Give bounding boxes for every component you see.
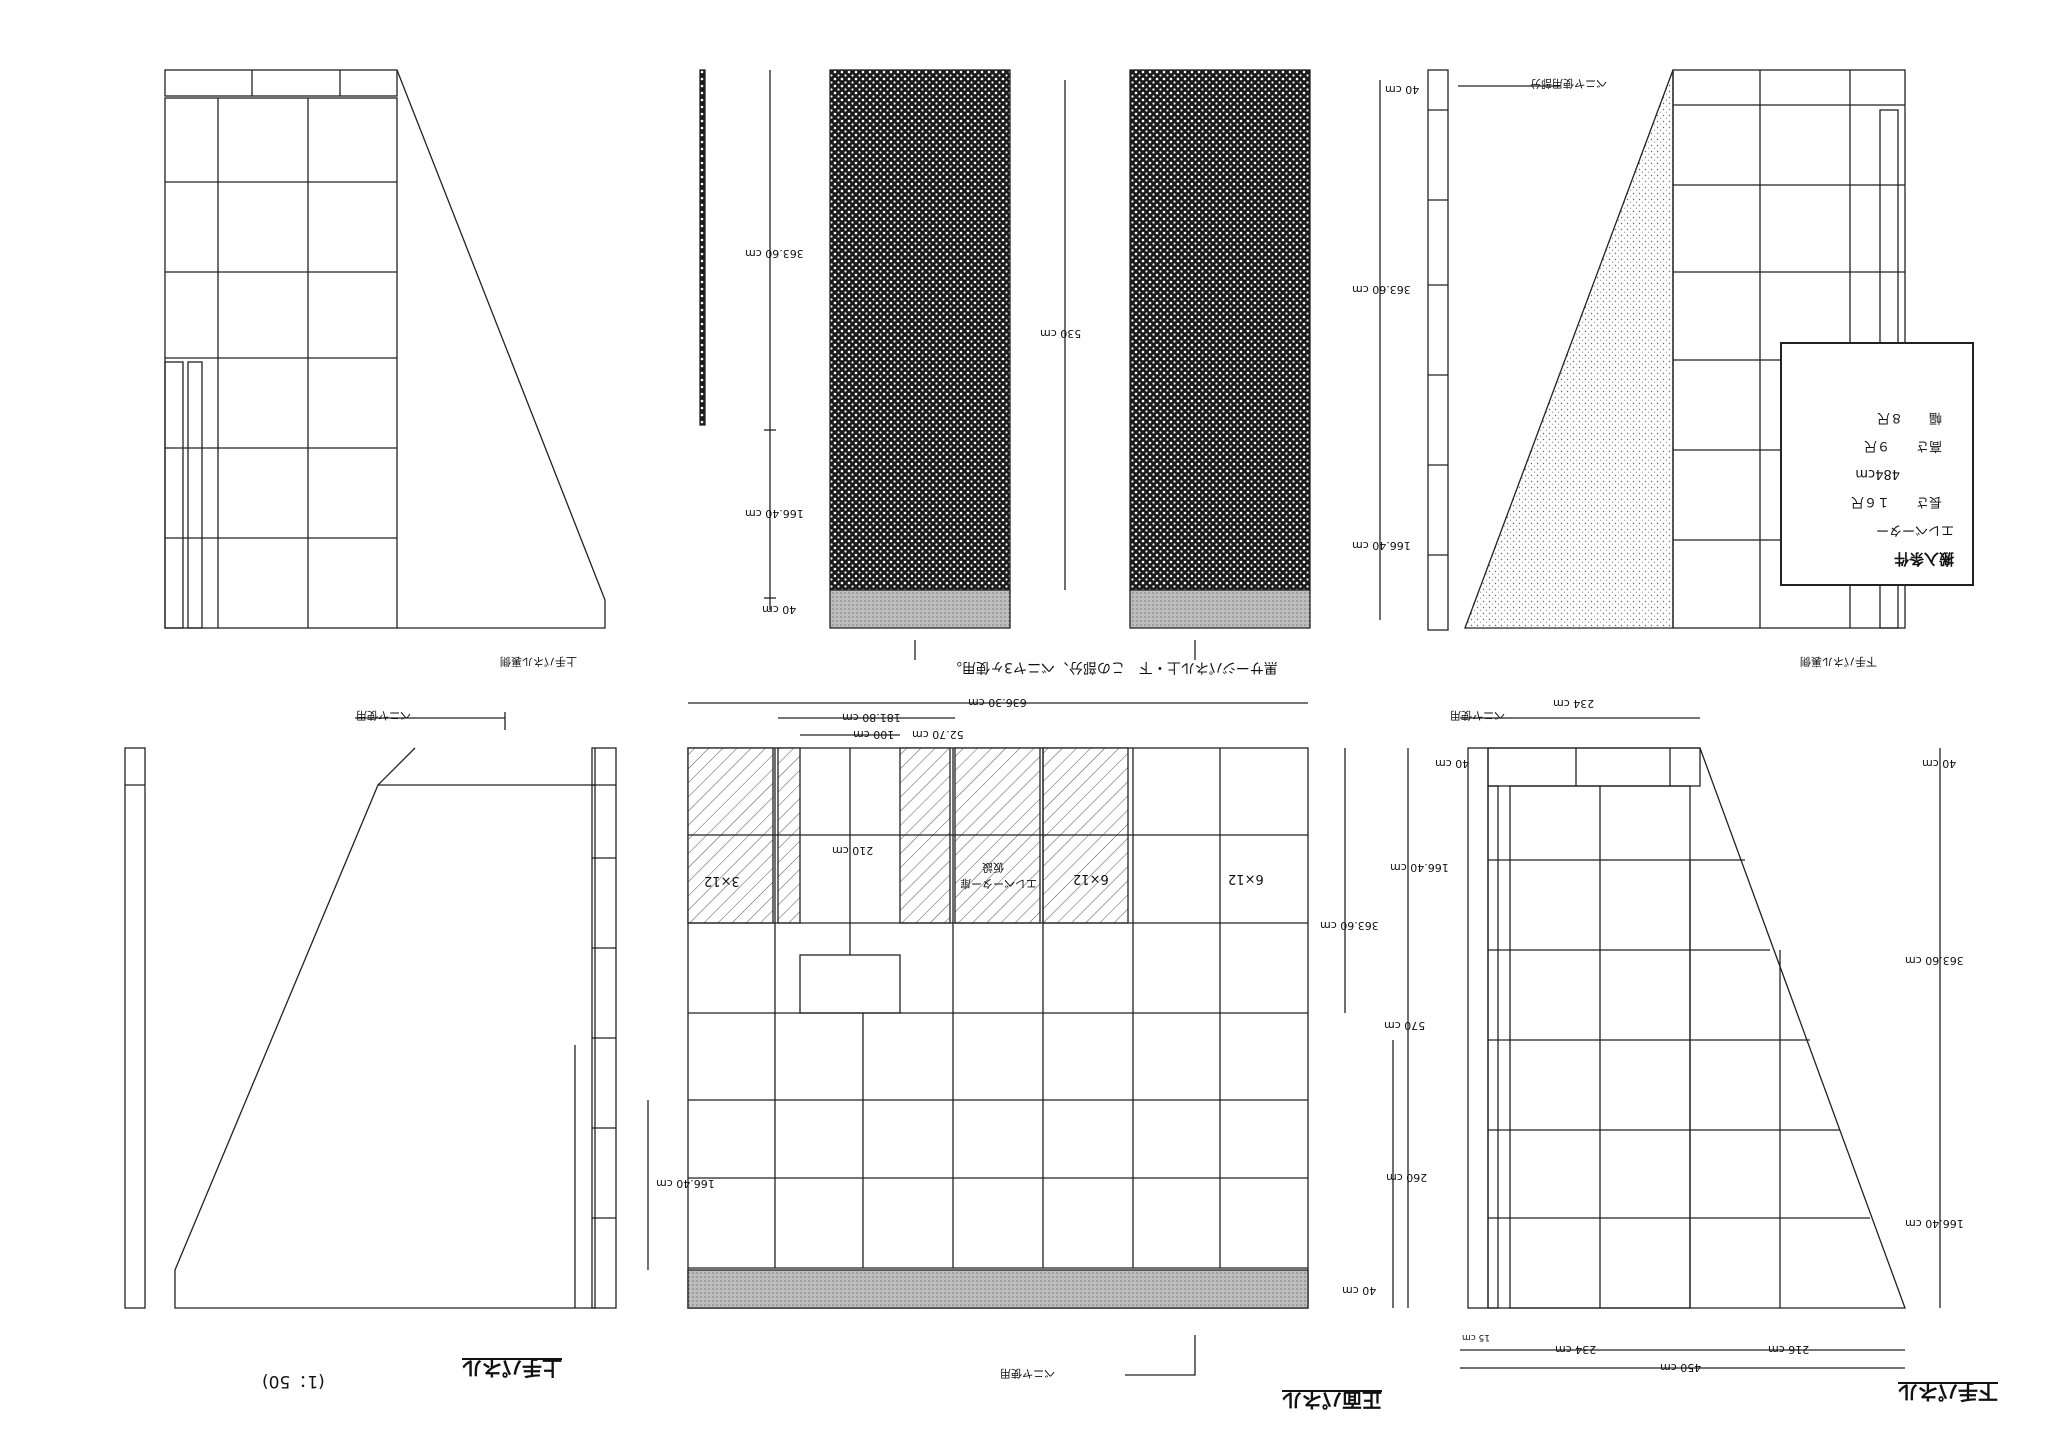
- dim-210: 210 cm: [832, 844, 874, 857]
- legend-line-1: エレベーター: [1875, 522, 1954, 537]
- dim-16640-shimote-left: 166.40 cm: [1390, 861, 1449, 874]
- dim-363-right-back: 363.60 cm: [1352, 283, 1411, 296]
- black-serge-panels: [699, 69, 1311, 660]
- legend-box: 搬入条件 エレベーター 長さ １６尺 484cm 高さ ９尺 幅 ８尺: [1780, 342, 1974, 586]
- dim-181: 181.80 cm: [842, 711, 901, 724]
- dim-450: 450 cm: [1660, 1361, 1702, 1374]
- dim-16640-right-back: 166.40 cm: [1352, 539, 1411, 552]
- dim-234-bottom: 234 cm: [1555, 1343, 1597, 1356]
- dim-363-front: 363.60 cm: [1320, 919, 1379, 932]
- dim-40-right-back: 40 cm: [1385, 83, 1420, 96]
- dim-40-back: 40 cm: [762, 603, 797, 616]
- front-view: [687, 702, 1409, 1376]
- panel-3x12: 3×12: [704, 873, 740, 888]
- panel-6x12-b: 6×12: [1073, 871, 1109, 886]
- panel-note: 黒サージパネル上・下 この部分、ベニヤ3ヶ使用。: [948, 659, 1278, 675]
- dim-52: 52.70 cm: [912, 728, 964, 741]
- veneer-note-kamite: ベニヤ使用: [356, 709, 411, 722]
- dim-40-shimote-right: 40 cm: [1922, 757, 1957, 770]
- dim-570: 570 cm: [1384, 1019, 1426, 1032]
- dim-636: 636.30 cm: [968, 696, 1027, 709]
- dim-16640-kamite: 166.40 cm: [656, 1177, 715, 1190]
- legend-line-3: 484cm: [1855, 466, 1900, 481]
- title-shimote: 下手パネル: [1898, 1380, 1998, 1404]
- kamite-view: [124, 712, 649, 1309]
- shimote-view: [1460, 717, 1941, 1369]
- veneer-note-front: ベニヤ使用: [1000, 1367, 1055, 1380]
- legend-line-2: 長さ １６尺: [1850, 494, 1942, 509]
- dim-40-shimote-left: 40 cm: [1435, 757, 1470, 770]
- subtitle-kamite-back: 上手パネル裏側: [500, 655, 577, 668]
- dim-363-shimote: 363.60 cm: [1905, 954, 1964, 967]
- subtitle-shimote-back: 下手パネル裏側: [1800, 655, 1877, 668]
- dim-16640-back: 166.40 cm: [745, 507, 804, 520]
- legend-line-4: 高さ ９尺: [1863, 438, 1942, 453]
- title-front: 正面パネル: [1282, 1388, 1382, 1412]
- scale-label: (1：50): [262, 1371, 325, 1391]
- dim-100: 100 cm: [853, 728, 895, 741]
- veneer-note-shimote: ベニヤ使用: [1450, 709, 1505, 722]
- veneer-note-back: ベニヤ使用部分: [1530, 77, 1607, 90]
- dim-40-front: 40 cm: [1342, 1284, 1377, 1297]
- panel-fixed: 仮設: [982, 861, 1004, 874]
- dim-16640-shimote: 166.40 cm: [1905, 1217, 1964, 1230]
- panel-6x12-a: 6×12: [1228, 871, 1264, 886]
- kamite-back-view: [164, 69, 606, 629]
- dim-363-back: 363.60 cm: [745, 247, 804, 260]
- dim-530: 530 cm: [1040, 327, 1082, 340]
- legend-title: 搬入条件: [1893, 550, 1954, 568]
- dim-260: 260 cm: [1386, 1171, 1428, 1184]
- dim-234-top: 234 cm: [1553, 697, 1595, 710]
- dim-15: 15 cm: [1462, 1332, 1491, 1342]
- title-kamite: 上手パネル: [462, 1356, 562, 1380]
- dim-216: 216 cm: [1768, 1343, 1810, 1356]
- panel-elevator-door: エレベーター扉: [960, 877, 1037, 890]
- legend-line-5: 幅 ８尺: [1876, 410, 1942, 425]
